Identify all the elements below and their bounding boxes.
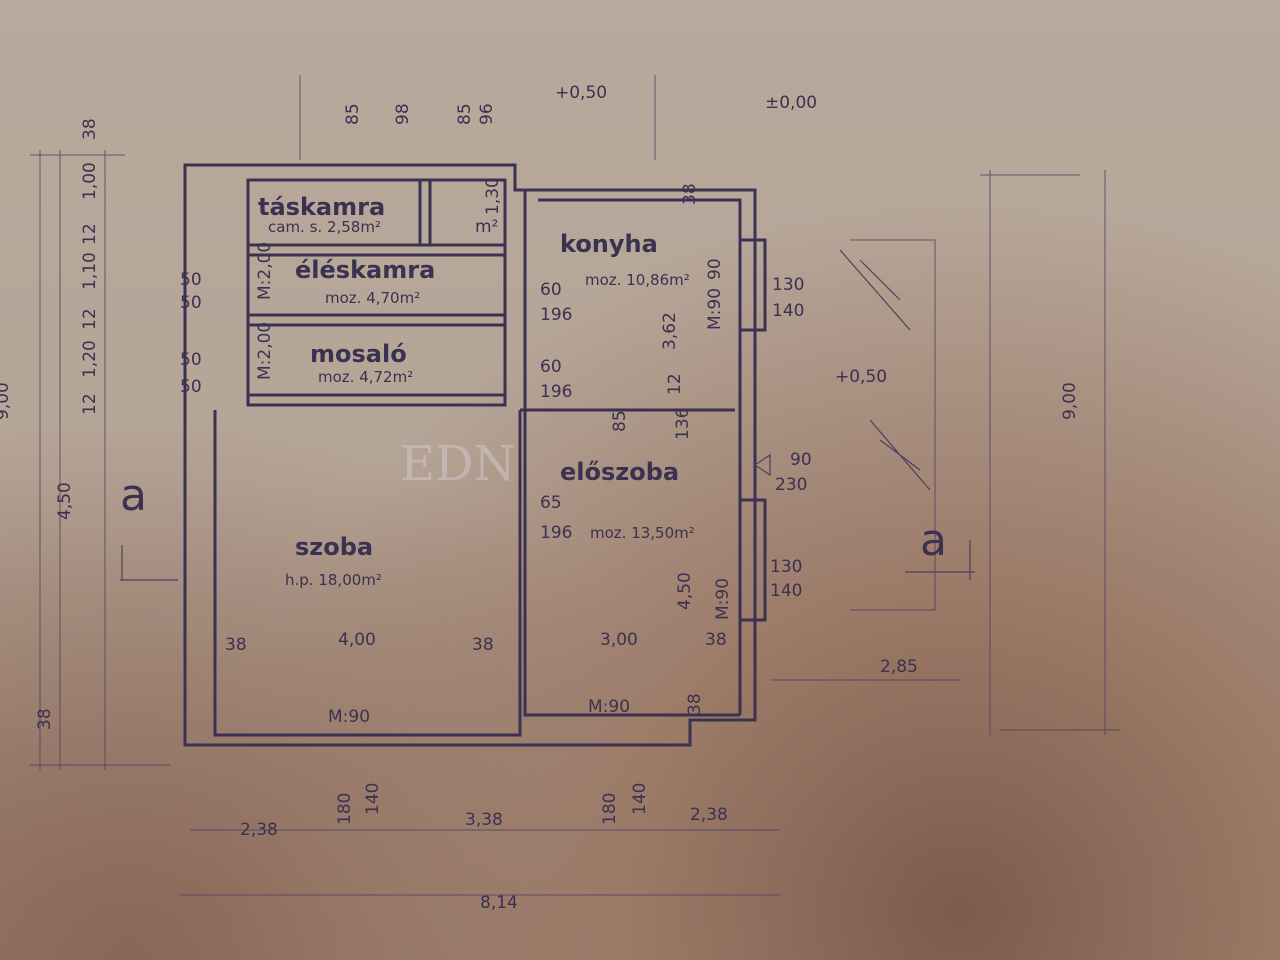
section-mark: a <box>920 515 947 566</box>
dimension-label: 130 <box>772 275 804 295</box>
dimension-label: 3,00 <box>600 630 638 650</box>
dimension-label: 136 <box>673 408 693 440</box>
dimension-label: 38 <box>80 118 100 140</box>
dimension-label: 3,62 <box>660 312 680 350</box>
section-mark: a <box>120 470 147 521</box>
dimension-label: 2,38 <box>690 805 728 825</box>
dimension-label: 230 <box>775 475 807 495</box>
room-labels: táskamra cam. s. 2,58m² éléskamra moz. 4… <box>258 193 695 589</box>
dimension-label: 1,00 <box>80 162 100 200</box>
level-mark: +0,50 <box>555 83 607 103</box>
dimension-label: 38 <box>225 635 247 655</box>
dimension-label: 60 <box>540 357 562 377</box>
dimension-label: 196 <box>540 305 572 325</box>
dimension-label: 50 <box>180 377 202 397</box>
dimension-label: 50 <box>180 350 202 370</box>
dimension-label: 140 <box>630 783 650 815</box>
dimension-label: 98 <box>393 103 413 125</box>
dimension-label: 130 <box>770 557 802 577</box>
room-name: konyha <box>560 230 658 258</box>
dimension-label: M:2,00 <box>255 322 275 380</box>
dimension-label: 65 <box>540 493 562 513</box>
dimension-label: 60 <box>540 280 562 300</box>
dimension-label: 90 <box>790 450 812 470</box>
dimension-label: 38 <box>705 630 727 650</box>
dimension-label: 1,20 <box>80 340 100 378</box>
dimension-label: 140 <box>772 301 804 321</box>
dimension-label: 38 <box>685 693 705 715</box>
dimension-label: 12 <box>80 223 100 245</box>
room-area: moz. 13,50m² <box>590 524 695 542</box>
dimension-label: 196 <box>540 523 572 543</box>
dimension-label: 8,14 <box>480 893 518 913</box>
dimension-label: M:90 <box>588 697 630 717</box>
dimension-label: 90 <box>705 258 725 280</box>
dimension-label: 85 <box>455 103 475 125</box>
dimension-label: 12 <box>80 393 100 415</box>
dimension-label: M:2,00 <box>255 242 275 300</box>
dimension-label: M:90 <box>328 707 370 727</box>
room-area: cam. s. 2,58m² <box>268 218 381 236</box>
dimension-label: 140 <box>770 581 802 601</box>
level-mark: +0,50 <box>835 367 887 387</box>
dimension-label: 85 <box>610 410 630 432</box>
room-name: éléskamra <box>295 256 435 284</box>
room-area: moz. 10,86m² <box>585 271 690 289</box>
dimension-label: 180 <box>600 793 620 825</box>
dimension-label: 50 <box>180 293 202 313</box>
dimension-label: 12 <box>80 308 100 330</box>
dimension-lines <box>30 75 1120 896</box>
room-name: táskamra <box>258 193 385 221</box>
dimension-label: 180 <box>335 793 355 825</box>
dimension-label: 38 <box>35 708 55 730</box>
dimension-label: 140 <box>363 783 383 815</box>
dimension-label: 1,10 <box>80 252 100 290</box>
dimension-label: M:90 <box>713 578 733 620</box>
dimension-label: 4,50 <box>55 482 75 520</box>
dimension-label: 1,30 <box>483 177 503 215</box>
dimension-label: m² <box>475 217 498 237</box>
dimension-label: 12 <box>665 373 685 395</box>
dimension-label: 4,50 <box>675 572 695 610</box>
dimension-label: 9,00 <box>0 382 13 420</box>
dimension-label: 2,85 <box>880 657 918 677</box>
dimension-label: 50 <box>180 270 202 290</box>
room-name: előszoba <box>560 458 679 486</box>
room-name: szoba <box>295 533 373 561</box>
level-marks: +0,50 ±0,00 +0,50 a a <box>120 83 947 566</box>
dimension-label: M:90 <box>705 288 725 330</box>
level-mark: ±0,00 <box>765 93 817 113</box>
dimension-label: 196 <box>540 382 572 402</box>
dimension-label: 4,00 <box>338 630 376 650</box>
dimension-label: 9,00 <box>1060 382 1080 420</box>
dimension-label: 38 <box>472 635 494 655</box>
watermark: EDN <box>400 436 516 492</box>
room-name: mosaló <box>310 340 407 368</box>
dimension-label: 85 <box>343 103 363 125</box>
room-area: moz. 4,70m² <box>325 289 420 307</box>
dimension-label: 96 <box>477 103 497 125</box>
dimension-label: 2,38 <box>240 820 278 840</box>
room-area: h.p. 18,00m² <box>285 571 382 589</box>
room-area: moz. 4,72m² <box>318 368 413 386</box>
dimension-label: 3,38 <box>465 810 503 830</box>
dimension-label: 38 <box>680 183 700 205</box>
walls <box>183 163 767 747</box>
